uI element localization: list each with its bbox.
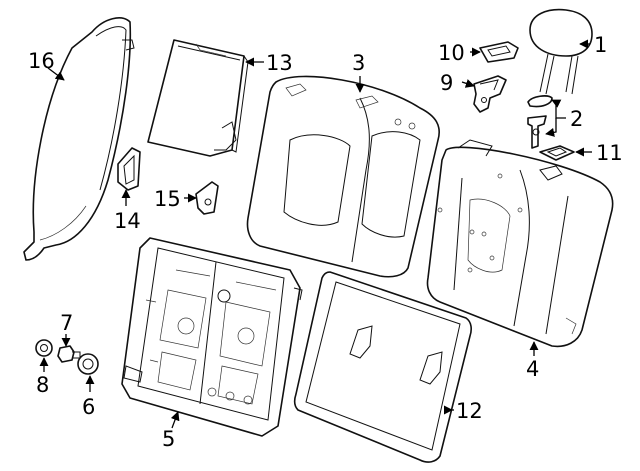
part-1-headrest[interactable] bbox=[529, 8, 593, 95]
part-4-seatback-frame[interactable] bbox=[426, 139, 614, 348]
part-15-trim-clip[interactable] bbox=[195, 181, 219, 215]
part-8-nut[interactable] bbox=[35, 339, 53, 357]
callout-5: 5 bbox=[162, 427, 175, 451]
part-11-guide-bezel[interactable] bbox=[539, 145, 575, 161]
part-3-seatback-cover[interactable] bbox=[246, 75, 440, 278]
callout-2: 2 bbox=[570, 107, 583, 131]
part-6-bushing[interactable] bbox=[77, 353, 99, 375]
callout-labels: 1 2 3 4 5 6 7 8 9 10 11 12 13 14 15 16 bbox=[28, 33, 623, 451]
part-12-rear-panel[interactable] bbox=[293, 271, 472, 463]
callout-3: 3 bbox=[352, 51, 365, 75]
part-13-armrest[interactable] bbox=[147, 39, 249, 157]
part-9-release-handle[interactable] bbox=[473, 75, 507, 113]
callout-14: 14 bbox=[114, 209, 141, 233]
callout-8: 8 bbox=[36, 373, 49, 397]
callout-4: 4 bbox=[526, 357, 539, 381]
callout-7: 7 bbox=[60, 311, 73, 335]
callout-9: 9 bbox=[440, 71, 453, 95]
callout-16: 16 bbox=[28, 49, 55, 73]
leader-lines bbox=[39, 39, 592, 429]
part-7-pivot-bolt[interactable] bbox=[57, 345, 81, 363]
part-10-release-bezel[interactable] bbox=[479, 41, 519, 63]
callout-10: 10 bbox=[438, 41, 465, 65]
callout-1: 1 bbox=[594, 33, 607, 57]
part-5-seatback-frame[interactable] bbox=[121, 237, 303, 437]
callout-12: 12 bbox=[456, 399, 483, 423]
callout-15: 15 bbox=[154, 187, 181, 211]
callout-11: 11 bbox=[596, 141, 623, 165]
part-2-headrest-guide[interactable] bbox=[527, 95, 553, 149]
callout-6: 6 bbox=[82, 395, 95, 419]
callout-13: 13 bbox=[266, 51, 293, 75]
part-16-side-bolster[interactable] bbox=[23, 17, 135, 261]
part-14-latch-bezel[interactable] bbox=[117, 147, 141, 191]
